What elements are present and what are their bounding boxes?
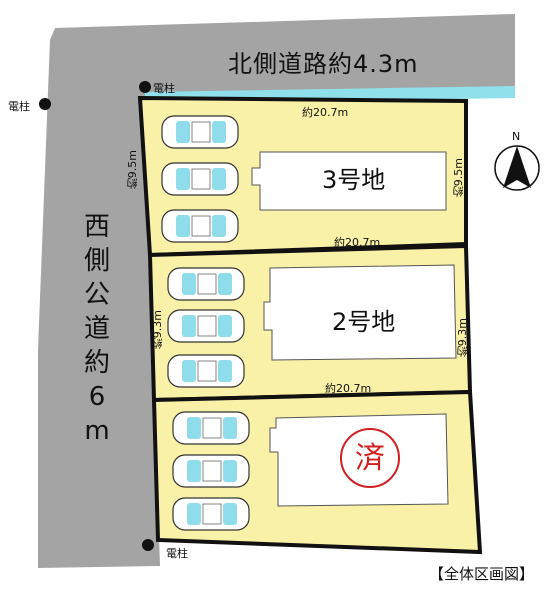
pole-label-top: 電柱 [153,82,175,95]
lot-2-name: 2号地 [332,308,396,336]
car-icon [172,497,250,531]
lot-3-top-width: 約20.7m [302,106,349,119]
car-icon [172,454,250,488]
north-arrow-icon [494,145,540,191]
utility-pole-left [39,98,51,110]
pole-label-bottom: 電柱 [166,547,188,560]
lot-2-bottom-width: 約20.7m [325,382,372,395]
sold-stamp: 済 [340,428,400,488]
lot-3-name: 3号地 [322,166,386,194]
parking-cars [161,115,250,531]
lot-3-left-depth: 約9.5m [126,150,139,190]
plan-caption: 【全体区画図】 [428,565,534,583]
lot-2-building [263,264,457,361]
car-icon [167,354,245,388]
pole-label-left: 電柱 [8,100,30,113]
compass-n-label: N [512,130,521,143]
lot-2-right-depth: 約9.3m [456,318,469,358]
lot-2-left-depth: 約9.3m [151,310,164,350]
lot-3-right-depth: 約9.5m [452,158,465,198]
utility-pole-top [139,81,151,93]
lot-3-bottom-width: 約20.7m [334,236,381,249]
car-icon [161,209,239,243]
car-icon [167,267,245,301]
lot-3-building [251,151,447,211]
car-icon [172,411,250,445]
road-area [38,14,515,568]
utility-pole-bottom [142,539,154,551]
car-icon [161,115,239,149]
car-icon [161,162,239,196]
west-road-label: 西側公道約6m [83,212,110,446]
car-icon [167,309,245,343]
north-road-label: 北側道路約4.3m [228,50,419,78]
